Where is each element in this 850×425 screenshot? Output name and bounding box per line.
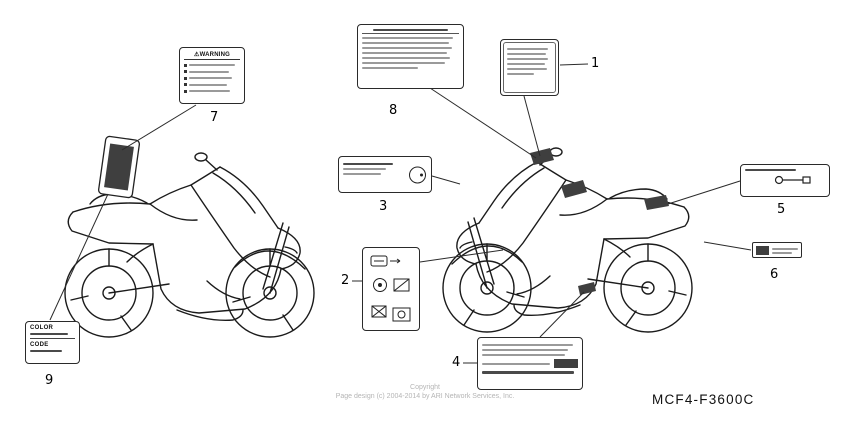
text-line (184, 70, 240, 73)
text-line (482, 354, 565, 356)
color-label-text: COLOR (30, 325, 54, 331)
dark-block (756, 245, 769, 255)
callout-leader-lines (49, 63, 752, 364)
barcode-block (554, 359, 578, 368)
fairing-label-mark (561, 180, 587, 198)
circle-graphic-icon (409, 166, 426, 183)
text-line (507, 68, 547, 70)
callout-number-5[interactable]: 5 (777, 202, 786, 217)
warning-title-text: WARNING (199, 52, 230, 58)
text-line (343, 163, 393, 165)
text-line (507, 53, 547, 55)
code-row: CODE (30, 339, 75, 352)
divider (362, 33, 459, 34)
warning-triangle-icon: ⚠ (194, 52, 200, 58)
text-line (343, 173, 382, 175)
callout-number-4[interactable]: 4 (452, 355, 461, 370)
warning-label[interactable]: ⚠WARNING (179, 47, 245, 104)
text-line (184, 76, 240, 80)
text-line (507, 63, 546, 65)
text-line (372, 29, 449, 31)
text-line (482, 359, 578, 368)
code-label-text: CODE (30, 342, 49, 348)
text-line (482, 344, 574, 346)
copyright-line-1: Copyright (410, 384, 440, 391)
lower-label-mark (578, 282, 596, 295)
text-line (507, 58, 548, 60)
callout-number-8[interactable]: 8 (389, 103, 398, 118)
text-line (745, 169, 797, 171)
information-label-4[interactable] (477, 337, 583, 390)
caution-label-2[interactable] (362, 247, 420, 331)
caution-label-1[interactable] (500, 39, 559, 96)
label-inner-frame (503, 42, 556, 93)
text-line (362, 62, 446, 64)
text-line (362, 37, 454, 39)
callout-number-7[interactable]: 7 (210, 110, 219, 125)
fastener-icon (774, 175, 811, 185)
text-line (362, 47, 453, 49)
copyright-watermark: Copyright Page design (c) 2004-2014 by A… (300, 383, 550, 402)
tail-label-mark (644, 195, 669, 210)
text-line (184, 89, 240, 93)
part-code: MCF4-F3600C (652, 392, 755, 407)
tank-label-mark (530, 148, 554, 165)
text-line (362, 52, 448, 54)
text-line (507, 48, 549, 50)
copyright-line-2: Page design (c) 2004-2014 by ARI Network… (335, 393, 515, 401)
color-row: COLOR (30, 325, 75, 339)
warning-label-title: ⚠WARNING (184, 51, 240, 60)
caution-label-3[interactable] (338, 156, 432, 193)
callout-number-6[interactable]: 6 (770, 267, 779, 282)
text-line (184, 63, 240, 67)
color-code-label[interactable]: COLOR CODE (25, 321, 80, 364)
text-line (343, 168, 387, 170)
callout-number-1[interactable]: 1 (591, 56, 600, 71)
caution-label-6[interactable] (752, 242, 802, 258)
text-line (362, 57, 451, 59)
callout-number-2[interactable]: 2 (341, 273, 350, 288)
text-line (482, 349, 569, 351)
motorcycle-right-side-view (442, 147, 693, 333)
text-line (362, 67, 419, 69)
label-plate-on-left-bike (97, 135, 141, 199)
caution-label-8[interactable] (357, 24, 464, 89)
label-position-marks (97, 135, 669, 295)
text-line (482, 371, 575, 374)
text-line (184, 83, 240, 86)
caution-pictograms (370, 255, 411, 322)
text-line (362, 42, 450, 44)
text-lines (772, 247, 798, 254)
callout-number-3[interactable]: 3 (379, 199, 388, 214)
text-line (507, 73, 534, 75)
caution-label-5[interactable] (740, 164, 830, 197)
callout-number-9[interactable]: 9 (45, 373, 54, 388)
